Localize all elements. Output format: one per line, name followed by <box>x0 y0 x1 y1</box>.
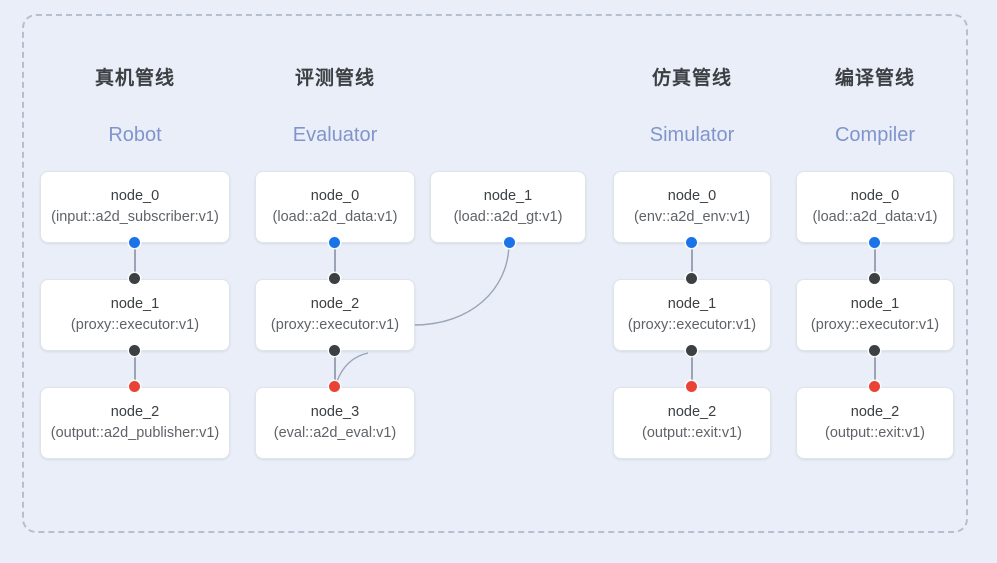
edge-simulator-0-1 <box>691 240 693 282</box>
node-evaluator-node_1[interactable]: node_1 (load::a2d_gt:v1) <box>430 171 586 243</box>
port-in-simulator-node_2[interactable] <box>686 381 697 392</box>
port-in-compiler-node_2[interactable] <box>869 381 880 392</box>
node-label-type: (output::exit:v1) <box>825 425 925 441</box>
node-label-name: node_2 <box>310 295 360 312</box>
column-title-cn-simulator: 仿真管线 <box>651 68 732 89</box>
node-label-name: node_1 <box>110 295 160 312</box>
node-label-type: (output::exit:v1) <box>642 425 742 441</box>
column-title-en-compiler: Compiler <box>834 124 916 146</box>
column-title-cn-robot: 真机管线 <box>94 68 175 89</box>
node-label-name: node_2 <box>110 403 160 420</box>
port-in-evaluator-node_2[interactable] <box>329 273 340 284</box>
node-label-type: (proxy::executor:v1) <box>270 317 400 333</box>
node-label-type: (load::a2d_gt:v1) <box>453 209 563 225</box>
column-title-en-simulator: Simulator <box>649 124 735 146</box>
node-label-type: (load::a2d_data:v1) <box>272 209 398 225</box>
node-label-type: (load::a2d_data:v1) <box>812 209 938 225</box>
node-label-name: node_1 <box>483 187 533 204</box>
port-out-compiler-node_1[interactable] <box>869 345 880 356</box>
node-label-type: (proxy::executor:v1) <box>627 317 757 333</box>
port-out-compiler-node_0[interactable] <box>869 237 880 248</box>
node-evaluator-node_0[interactable]: node_0 (load::a2d_data:v1) <box>255 171 415 243</box>
node-robot-node_1[interactable]: node_1 (proxy::executor:v1) <box>40 279 230 351</box>
node-robot-node_0[interactable]: node_0 (input::a2d_subscriber:v1) <box>40 171 230 243</box>
port-out-simulator-node_1[interactable] <box>686 345 697 356</box>
node-simulator-node_0[interactable]: node_0 (env::a2d_env:v1) <box>613 171 771 243</box>
port-in-evaluator-node_3[interactable] <box>329 381 340 392</box>
node-label-type: (output::a2d_publisher:v1) <box>50 425 220 441</box>
node-label-name: node_0 <box>110 187 160 204</box>
port-in-compiler-node_1[interactable] <box>869 273 880 284</box>
port-in-robot-node_2[interactable] <box>129 381 140 392</box>
node-label-type: (proxy::executor:v1) <box>70 317 200 333</box>
node-compiler-node_2[interactable]: node_2 (output::exit:v1) <box>796 387 954 459</box>
node-label-type: (eval::a2d_eval:v1) <box>273 425 397 441</box>
port-out-simulator-node_0[interactable] <box>686 237 697 248</box>
node-simulator-node_1[interactable]: node_1 (proxy::executor:v1) <box>613 279 771 351</box>
node-label-type: (input::a2d_subscriber:v1) <box>51 209 219 225</box>
edge-evaluator-0-2 <box>334 240 336 282</box>
edge-compiler-1-2 <box>874 348 876 390</box>
column-title-cn-compiler: 编译管线 <box>834 68 915 89</box>
port-in-simulator-node_1[interactable] <box>686 273 697 284</box>
node-simulator-node_2[interactable]: node_2 (output::exit:v1) <box>613 387 771 459</box>
port-out-robot-node_0[interactable] <box>129 237 140 248</box>
node-label-name: node_1 <box>667 295 717 312</box>
node-compiler-node_0[interactable]: node_0 (load::a2d_data:v1) <box>796 171 954 243</box>
port-in-robot-node_1[interactable] <box>129 273 140 284</box>
node-label-name: node_2 <box>667 403 717 420</box>
node-evaluator-node_2[interactable]: node_2 (proxy::executor:v1) <box>255 279 415 351</box>
column-title-cn-evaluator: 评测管线 <box>294 68 375 89</box>
edge-robot-1-2 <box>134 348 136 390</box>
edge-robot-0-1 <box>134 240 136 282</box>
node-label-name: node_3 <box>310 403 360 420</box>
node-compiler-node_1[interactable]: node_1 (proxy::executor:v1) <box>796 279 954 351</box>
node-label-type: (proxy::executor:v1) <box>810 317 940 333</box>
node-label-type: (env::a2d_env:v1) <box>633 209 751 225</box>
node-robot-node_2[interactable]: node_2 (output::a2d_publisher:v1) <box>40 387 230 459</box>
node-evaluator-node_3[interactable]: node_3 (eval::a2d_eval:v1) <box>255 387 415 459</box>
port-out-robot-node_1[interactable] <box>129 345 140 356</box>
node-label-name: node_2 <box>850 403 900 420</box>
column-title-en-evaluator: Evaluator <box>292 124 378 146</box>
edge-simulator-1-2 <box>691 348 693 390</box>
port-out-evaluator-node_0[interactable] <box>329 237 340 248</box>
node-label-name: node_0 <box>310 187 360 204</box>
node-label-name: node_0 <box>850 187 900 204</box>
edge-compiler-0-1 <box>874 240 876 282</box>
port-out-evaluator-node_1[interactable] <box>504 237 515 248</box>
column-title-en-robot: Robot <box>108 124 162 146</box>
node-label-name: node_0 <box>667 187 717 204</box>
port-out-evaluator-node_2[interactable] <box>329 345 340 356</box>
node-label-name: node_1 <box>850 295 900 312</box>
